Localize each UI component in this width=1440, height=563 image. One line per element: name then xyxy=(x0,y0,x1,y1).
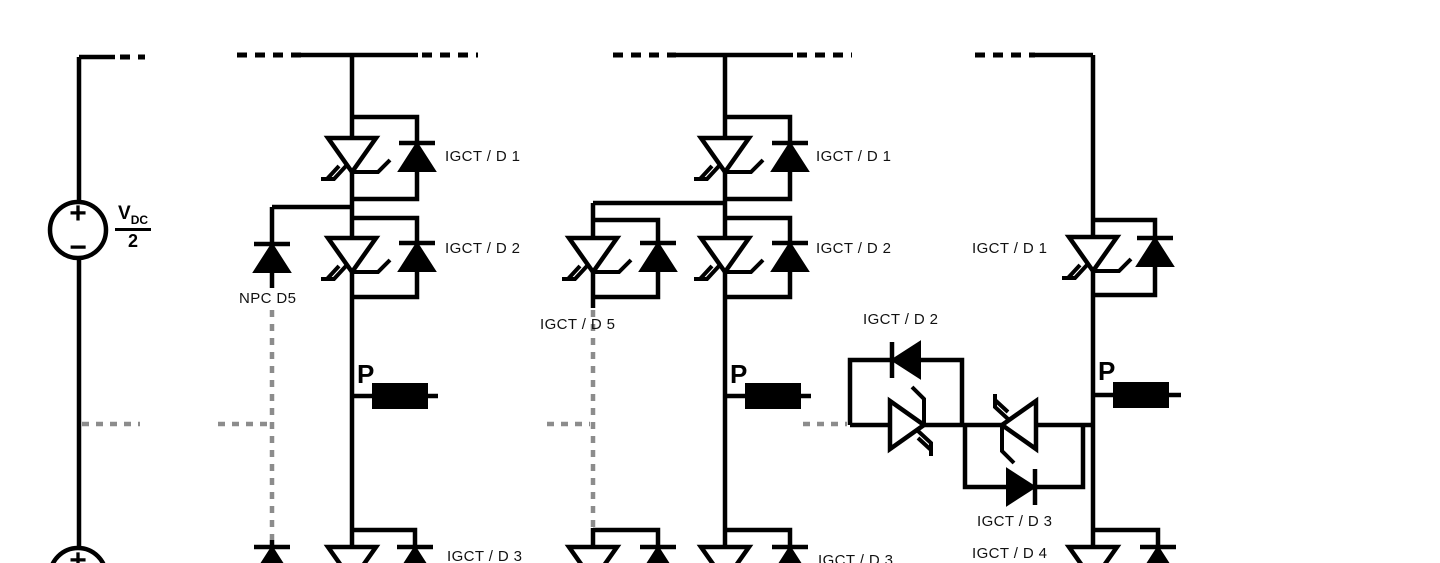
igct-icon xyxy=(321,547,390,563)
ttype-igct-d4-label: IGCT / D 4 xyxy=(972,545,1048,562)
output-terminal-block xyxy=(372,383,428,409)
voltage-source-icon xyxy=(47,199,109,261)
output-terminal-block xyxy=(745,383,801,409)
diode-icon xyxy=(1137,238,1173,266)
diode-icon xyxy=(772,143,808,171)
igct-icon xyxy=(694,238,763,279)
diode-icon xyxy=(1140,547,1176,563)
diode-icon xyxy=(399,143,435,171)
d3-box xyxy=(593,527,793,546)
plus-sign-2: + xyxy=(69,544,87,563)
npc-igct-d2-label: IGCT / D 2 xyxy=(445,240,521,257)
output-terminal-block xyxy=(1113,382,1169,408)
npc-igct-d3-label: IGCT / D 3 xyxy=(447,548,523,563)
d3-box xyxy=(352,527,418,546)
diode-icon xyxy=(397,547,433,563)
igct-icon xyxy=(321,238,390,279)
igct-icon xyxy=(694,547,763,563)
igct-left-icon xyxy=(995,394,1036,463)
diode-icon xyxy=(640,243,676,271)
anpc-igct-d5-label: IGCT / D 5 xyxy=(540,316,616,333)
clamp-diode-icon xyxy=(254,244,290,272)
anpc-output-label: P xyxy=(730,359,748,389)
igct-icon xyxy=(562,238,631,279)
ttype-leg xyxy=(803,52,1181,563)
anpc-leg xyxy=(547,52,852,563)
anpc-igct-d3-label: IGCT / D 3 xyxy=(818,552,894,563)
npc-leg xyxy=(218,52,478,563)
clamp-diode-icon xyxy=(254,547,290,563)
voltage-numerator: VDC xyxy=(115,203,152,231)
igct-icon xyxy=(562,547,631,563)
diode-left-icon xyxy=(892,342,920,378)
igct-icon xyxy=(321,138,390,179)
npc-clamp-d5-label: NPC D5 xyxy=(239,290,297,307)
diode-icon xyxy=(399,243,435,271)
ttype-igct-d3-label: IGCT / D 3 xyxy=(977,513,1053,530)
plus-sign: + xyxy=(69,197,87,230)
dc-source: + − + xyxy=(47,54,145,563)
igct-icon xyxy=(1062,237,1131,278)
diode-right-icon xyxy=(1007,469,1035,505)
diode-icon xyxy=(772,547,808,563)
minus-sign: − xyxy=(69,231,87,264)
anpc-igct-d2-label: IGCT / D 2 xyxy=(816,240,892,257)
igct-icon xyxy=(694,138,763,179)
wire xyxy=(76,54,115,549)
voltage-denominator: 2 xyxy=(128,230,139,251)
voltage-source-icon-2 xyxy=(50,545,106,563)
igct-icon xyxy=(1062,547,1131,563)
npc-igct-d1-label: IGCT / D 1 xyxy=(445,148,521,165)
ttype-output-label: P xyxy=(1098,356,1116,386)
d4-box xyxy=(1093,527,1161,546)
diode-icon xyxy=(772,243,808,271)
igct-right-icon xyxy=(890,387,931,456)
anpc-igct-d1-label: IGCT / D 1 xyxy=(816,148,892,165)
diode-icon xyxy=(640,547,676,563)
npc-output-label: P xyxy=(357,359,375,389)
ttype-igct-d1-label: IGCT / D 1 xyxy=(972,240,1048,257)
ttype-igct-d2-label: IGCT / D 2 xyxy=(863,311,939,328)
clamp-branch-wire xyxy=(269,204,352,547)
dc-link-voltage-label: VDC 2 xyxy=(115,203,152,253)
